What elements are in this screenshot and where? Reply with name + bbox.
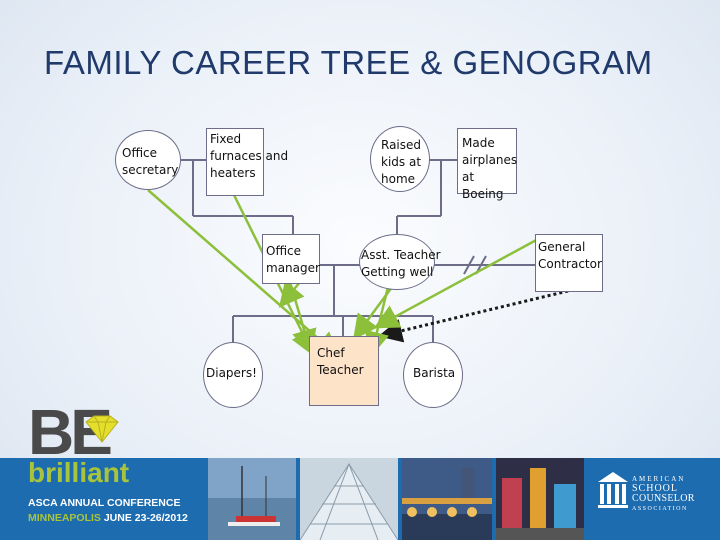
photo-glass-atrium: [300, 458, 398, 540]
photo-bridge-night: [402, 458, 492, 540]
node-diapers: Diapers!: [203, 342, 263, 408]
dotted-relation-arrow: [378, 289, 569, 343]
node-office-manager: Office manager: [262, 234, 320, 284]
photo-sailboats: [208, 458, 296, 540]
conference-name: ASCA ANNUAL CONFERENCE: [28, 497, 181, 509]
node-chef-teacher: Chef Teacher: [309, 336, 379, 406]
arrow-teacher-to-chef-b: [353, 286, 394, 341]
photo-city-lights: [496, 458, 584, 540]
diamond-icon: [85, 415, 119, 443]
node-office-secretary: Office secretary: [115, 130, 181, 190]
asca-wordmark: AMERICAN SCHOOL COUNSELOR ASSOCIATION: [632, 475, 695, 512]
brilliant-wordmark: brilliant: [28, 457, 130, 488]
arrow-contractor-to-chef: [373, 236, 541, 329]
conference-dates: JUNE 23-26/2012: [103, 512, 188, 524]
slide-title: FAMILY CAREER TREE & GENOGRAM: [44, 44, 653, 81]
node-asst-teacher: Asst. Teacher Getting well: [359, 234, 441, 290]
divorce-slash-1: [463, 255, 475, 275]
asca-building-icon: [598, 472, 628, 508]
node-made-airplanes: Made airplanes at Boeing: [457, 128, 517, 201]
node-raised-kids: Raised kids at home: [370, 126, 430, 192]
node-general-contractor: General Contractor: [535, 234, 603, 292]
node-barista: Barista: [403, 342, 463, 408]
arrow-secretary-to-chef: [147, 189, 340, 358]
node-fixed-furnaces: Fixed furnaces and heaters: [206, 128, 288, 196]
arrow-manager-to-chef-b: [278, 280, 305, 308]
conference-city: MINNEAPOLIS: [28, 512, 101, 524]
conference-location: MINNEAPOLIS JUNE 23-26/2012: [28, 512, 188, 524]
